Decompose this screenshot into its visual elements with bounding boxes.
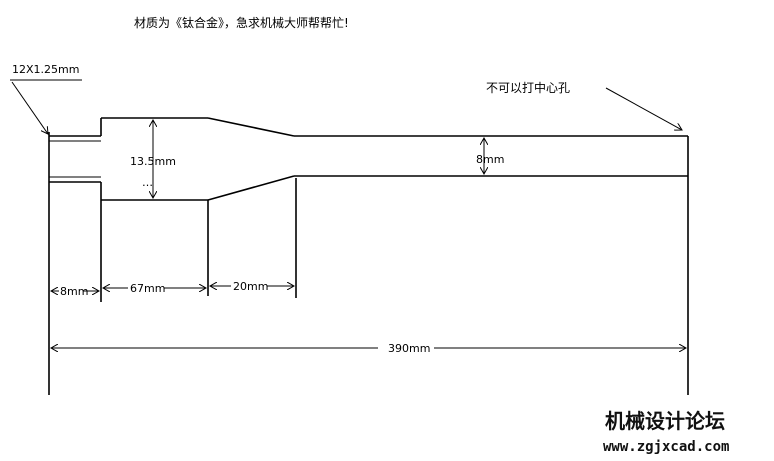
- watermark-title: 机械设计论坛: [605, 409, 725, 433]
- question-text: 材质为《钛合金》，急求机械大师帮帮忙!: [134, 15, 349, 30]
- thread-leader-arrow: [11, 81, 48, 134]
- svg-text:390mm: 390mm: [388, 342, 430, 355]
- diameter-small-dimension: 8mm: [476, 138, 504, 174]
- svg-text:8mm: 8mm: [60, 285, 88, 298]
- svg-text:8mm: 8mm: [476, 153, 504, 166]
- len-thread-dimension: 8mm: [51, 285, 99, 298]
- len-taper-dimension: 20mm: [210, 280, 294, 293]
- svg-text:67mm: 67mm: [130, 282, 165, 295]
- svg-text:20mm: 20mm: [233, 280, 268, 293]
- no-center-hole-note: 不可以打中心孔: [486, 80, 570, 95]
- len-total-dimension: 390mm: [51, 341, 686, 355]
- dots-mark: …: [142, 176, 153, 189]
- center-hole-leader-arrow: [605, 87, 682, 130]
- len-body-dimension: 67mm: [103, 282, 206, 295]
- watermark-url: www.zgjxcad.com: [603, 439, 729, 455]
- diameter-large-dimension: 13.5mm …: [130, 120, 176, 198]
- svg-text:13.5mm: 13.5mm: [130, 155, 176, 168]
- thread-spec-label: 12X1.25mm: [12, 63, 79, 76]
- shaft-outline: [48, 117, 689, 201]
- extension-lines: [48, 176, 689, 395]
